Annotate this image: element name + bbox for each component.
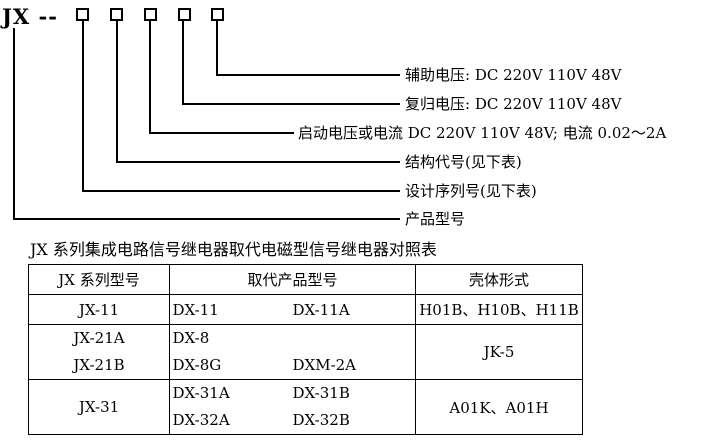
- leader-horizontal-reset: [182, 103, 400, 105]
- cell-model: JX-11: [28, 294, 170, 325]
- comparison-table: JX 系列型号 取代产品型号 壳体形式 JX-11 DX-11 DX-11A H…: [28, 264, 583, 435]
- cell-housing: H01B、H10B、H11B: [415, 294, 583, 325]
- leader-vertical-start: [149, 21, 151, 133]
- cell-replaces: DX-31A DX-31B DX-32A DX-32B: [169, 379, 416, 435]
- replace-left: DX-32A: [172, 411, 230, 429]
- replace-right: [293, 325, 413, 352]
- code-box-4: [178, 8, 191, 21]
- replace-left: DX-31A: [172, 384, 230, 402]
- leader-horizontal-start: [149, 132, 294, 134]
- table-header-row: JX 系列型号 取代产品型号 壳体形式: [28, 264, 583, 295]
- cell-model: JX-31: [28, 379, 170, 435]
- header-housing: 壳体形式: [415, 264, 583, 295]
- legend-product-model: 产品型号: [405, 210, 466, 228]
- leader-vertical-design: [82, 21, 84, 191]
- model-text: JX-21A: [73, 329, 125, 347]
- legend-design-serial: 设计序列号(见下表): [405, 182, 537, 200]
- cell-replaces: DX-11 DX-11A: [169, 294, 416, 325]
- cell-housing: A01K、A01H: [415, 379, 583, 435]
- legend-aux-voltage: 辅助电压: DC 220V 110V 48V: [405, 66, 622, 84]
- replace-right: DX-32B: [292, 411, 350, 429]
- model-code-prefix: JX --: [2, 4, 58, 29]
- replace-right: DX-31B: [292, 384, 350, 402]
- replace-right: DXM-2A: [292, 356, 357, 374]
- cell-replaces: DX-8 DX-8G DXM-2A: [169, 324, 416, 380]
- header-replaced-model: 取代产品型号: [169, 264, 416, 295]
- table-row: JX-11 DX-11 DX-11A H01B、H10B、H11B: [28, 294, 583, 325]
- table-title: JX 系列集成电路信号继电器取代电磁型信号继电器对照表: [30, 240, 437, 259]
- leader-vertical-aux: [216, 21, 218, 75]
- leader-horizontal-design: [82, 190, 400, 192]
- code-box-5: [211, 8, 224, 21]
- replace-left: DX-8G: [172, 356, 222, 374]
- leader-horizontal-aux: [216, 74, 400, 76]
- leader-horizontal-product: [13, 218, 400, 220]
- table-row: JX-21A JX-21B DX-8 DX-8G DXM-2A JK-5: [28, 324, 583, 380]
- leader-vertical-product: [13, 28, 15, 219]
- replace-right: DX-11A: [292, 300, 350, 319]
- model-text: JX-11: [78, 300, 120, 319]
- model-text: JX-21B: [73, 356, 125, 374]
- code-box-1: [76, 8, 89, 21]
- legend-reset-voltage: 复归电压: DC 220V 110V 48V: [405, 95, 622, 113]
- code-box-3: [144, 8, 157, 21]
- legend-start-voltage-current: 启动电压或电流 DC 220V 110V 48V; 电流 0.02～2A: [298, 124, 667, 142]
- replace-left: DX-8: [172, 329, 210, 347]
- leader-horizontal-structure: [116, 161, 400, 163]
- leader-vertical-structure: [116, 21, 118, 162]
- leader-vertical-reset: [182, 21, 184, 104]
- cell-model: JX-21A JX-21B: [28, 324, 170, 380]
- legend-structure-code: 结构代号(见下表): [405, 153, 522, 171]
- header-jx-model: JX 系列型号: [28, 264, 170, 295]
- table-row: JX-31 DX-31A DX-31B DX-32A DX-32B A01K、A…: [28, 379, 583, 435]
- replace-left: DX-11: [172, 300, 219, 319]
- code-box-2: [110, 8, 123, 21]
- cell-housing: JK-5: [415, 324, 583, 380]
